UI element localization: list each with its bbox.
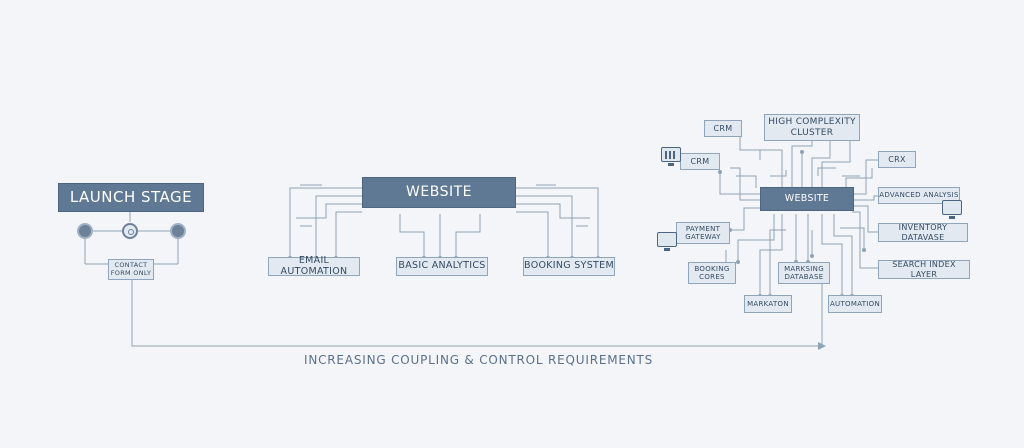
monitor-icon-left xyxy=(657,232,677,251)
basic-analytics-box: BASIC ANALYTICS xyxy=(396,257,488,276)
booking-system-label: BOOKING SYSTEM xyxy=(524,260,614,272)
advanced-analysis-label: ADVANCED ANALYSIS xyxy=(879,191,959,200)
launch-stage-label: LAUNCH STAGE xyxy=(69,187,193,206)
high-complexity-cluster-label: HIGH COMPLEXITY CLUSTER xyxy=(768,117,856,138)
email-automation-box: EMAIL AUTOMATION xyxy=(268,254,360,277)
basic-analytics-label: BASIC ANALYTICS xyxy=(398,260,486,272)
email-automation-label: EMAIL AUTOMATION xyxy=(280,254,348,277)
booking-cores-label: BOOKING CORES xyxy=(694,264,730,281)
node-left xyxy=(77,223,93,239)
payment-gateway-label: PAYMENT GATEWAY xyxy=(685,224,721,241)
monitor-icon-right xyxy=(942,200,962,219)
marketing-box: MARKATON xyxy=(744,295,792,313)
booking-system-box: BOOKING SYSTEM xyxy=(523,257,615,276)
marketing-label: MARKATON xyxy=(747,299,789,308)
automation-box: AUTOMATION xyxy=(828,295,882,313)
booking-cores-box: BOOKING CORES xyxy=(688,262,736,284)
marketing-database-label: MARKSING DATABASE xyxy=(784,264,824,281)
website-box-stage3: WEBSITE xyxy=(760,187,854,211)
launch-stage-box: LAUNCH STAGE xyxy=(58,183,204,212)
search-index-layer-label: SEARCH INDEX LAYER xyxy=(892,260,956,279)
node-center xyxy=(122,223,138,239)
payment-gateway-box: PAYMENT GATEWAY xyxy=(676,222,730,244)
contact-form-label: CONTACT FORM ONLY xyxy=(110,261,152,277)
node-right xyxy=(170,223,186,239)
monitor-chart-icon xyxy=(661,147,681,166)
crx-box: CRX xyxy=(878,151,916,168)
timeline-caption: INCREASING COUPLING & CONTROL REQUIREMEN… xyxy=(304,353,654,367)
advanced-analysis-box: ADVANCED ANALYSIS xyxy=(878,187,960,204)
inventory-database-box: INVENTORY DATAVASE xyxy=(878,223,968,242)
contact-form-box: CONTACT FORM ONLY xyxy=(108,259,154,280)
crm-top-label: CRM xyxy=(713,123,733,133)
high-complexity-cluster-box: HIGH COMPLEXITY CLUSTER xyxy=(764,114,860,141)
crx-label: CRX xyxy=(888,154,906,164)
crm-box: CRM xyxy=(680,153,720,170)
inventory-database-label: INVENTORY DATAVASE xyxy=(898,223,948,242)
automation-label: AUTOMATION xyxy=(829,299,881,308)
crm-top-box: CRM xyxy=(704,120,742,137)
website-box-stage2: WEBSITE xyxy=(362,177,516,208)
search-index-layer-box: SEARCH INDEX LAYER xyxy=(878,260,970,279)
crm-label: CRM xyxy=(690,156,710,166)
marketing-database-box: MARKSING DATABASE xyxy=(778,262,830,284)
website-label-stage3: WEBSITE xyxy=(784,192,830,204)
website-label-stage2: WEBSITE xyxy=(406,184,472,201)
